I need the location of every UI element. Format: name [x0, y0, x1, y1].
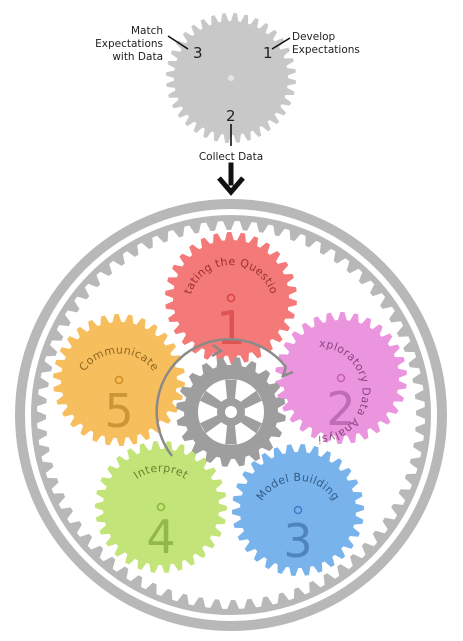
sun-gear-spoke: [238, 390, 263, 410]
sun-gear-spoke: [199, 414, 224, 434]
stage-5-number: 5: [104, 384, 133, 438]
stage-2-axle: [336, 373, 346, 383]
sun-gear-spoke: [199, 390, 224, 410]
leader-line-1: [271, 37, 291, 50]
stage-1-number: 1: [216, 301, 245, 355]
caption-match-line2: Expectations: [95, 38, 163, 50]
caption-develop-line2: Expectations: [292, 44, 360, 56]
stage-2-gear-icon: [275, 312, 407, 444]
leader-line-3: [167, 35, 189, 50]
top-step-3-number: 3: [193, 44, 203, 62]
ring-gear: [15, 199, 447, 631]
stage-5-gear: Communicate 5: [53, 314, 185, 446]
stage-4-gear-icon: [95, 441, 227, 573]
sun-gear-spokes: [199, 379, 263, 445]
stage-3-number: 3: [283, 514, 312, 568]
sun-gear-hub: [225, 406, 237, 418]
stage-5-gear-icon: [53, 314, 185, 446]
caption-develop-line1: Develop: [292, 31, 336, 43]
top-gear-axle: [228, 75, 234, 81]
stage-3-axle: [293, 505, 303, 515]
sun-gear-spoke: [238, 414, 263, 434]
down-arrow-icon: [217, 162, 245, 196]
stage-5-axle: [114, 375, 124, 385]
caption-collect-data: Collect Data: [199, 151, 263, 163]
sun-gear-spoke: [225, 423, 237, 445]
stage-2-number: 2: [326, 382, 355, 436]
stage-4-gear: Interpret 4: [95, 441, 227, 573]
sun-gear-icon: [176, 357, 286, 467]
stage-4-axle: [156, 502, 166, 512]
sun-gear: [176, 357, 286, 467]
top-step-1-number: 1: [263, 44, 273, 62]
stage-4-number: 4: [146, 510, 175, 564]
sun-gear-spoke: [225, 379, 237, 401]
stage-4-label: Interpret: [131, 462, 191, 482]
stage-3-gear: Model Building 3: [232, 444, 364, 576]
rotation-arrow-icon: [155, 338, 294, 457]
caption-match-line3: with Data: [112, 51, 163, 63]
stage-1-gear-icon: [165, 232, 297, 364]
ring-gear-band: [25, 209, 437, 621]
stage-1-axle: [226, 293, 236, 303]
caption-match-line1: Match: [131, 25, 163, 37]
top-gear: 3 1 2 Match Expectations with Data Devel…: [95, 13, 360, 163]
stage-3-gear-icon: [232, 444, 364, 576]
top-step-2-number: 2: [226, 107, 236, 125]
